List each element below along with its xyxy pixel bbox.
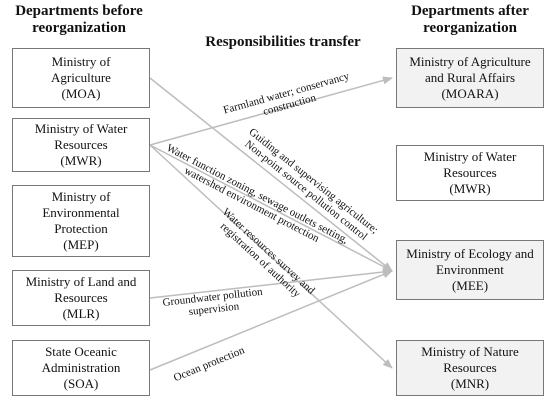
dept-before-moa-line: Ministry of	[51, 54, 111, 69]
heading-before: Departments before reorganization	[15, 3, 143, 36]
dept-after-mee-line: (MEE)	[451, 278, 489, 293]
dept-before-mwr-line: Resources	[54, 137, 108, 152]
dept-after-moara-line: and Rural Affairs	[424, 70, 516, 85]
dept-after-mwr-line: Ministry of Water	[423, 149, 517, 164]
dept-after-moara: Ministry of Agriculture and Rural Affair…	[396, 48, 544, 108]
dept-before-mwr-line: (MWR)	[60, 153, 102, 168]
dept-after-mee: Ministry of Ecology and Environment (MEE…	[396, 240, 544, 300]
dept-before-mlr: Ministry of Land and Resources (MLR)	[12, 270, 150, 326]
arrow-mwr-to-mee	[149, 144, 393, 272]
dept-before-moa-line: Agriculture	[51, 70, 111, 85]
dept-before-soa-line: State Oceanic	[45, 344, 117, 359]
dept-after-moara-line: (MOARA)	[441, 86, 499, 101]
dept-before-soa-line: Administration	[41, 360, 121, 375]
arrow-soa-to-mee	[149, 270, 393, 371]
dept-after-mee-line: Ministry of Ecology and	[406, 246, 534, 261]
dept-before-mlr-line: Ministry of Land and	[25, 274, 137, 289]
dept-after-mnr-line: (MNR)	[450, 376, 490, 391]
dept-before-mep-line: Environmental	[42, 205, 120, 220]
dept-before-mlr-line: Resources	[54, 290, 108, 305]
dept-before-mlr-line: (MLR)	[62, 306, 100, 321]
dept-after-mwr-line: Resources	[443, 165, 497, 180]
dept-before-mep-line: Protection	[54, 221, 108, 236]
dept-before-mep-line: (MEP)	[63, 237, 99, 252]
arrow-mwr-to-mnr	[149, 144, 393, 369]
dept-after-moara-line: Ministry of Agriculture	[409, 54, 531, 69]
dept-after-mee-line: Environment	[436, 262, 504, 277]
arrow-moa-to-mee	[149, 77, 393, 272]
dept-before-soa-line: (SOA)	[63, 376, 99, 391]
heading-transfer: Responsibilities transfer	[205, 34, 361, 50]
dept-before-mep-line: Ministry of	[51, 189, 111, 204]
dept-before-moa: Ministry of Agriculture (MOA)	[12, 48, 150, 108]
arrow-mwr-to-moara	[149, 76, 393, 146]
dept-after-mnr: Ministry of Nature Resources (MNR)	[396, 340, 544, 396]
dept-before-mep: Ministry of Environmental Protection (ME…	[12, 185, 150, 257]
dept-before-mwr-line: Ministry of Water	[34, 121, 128, 136]
dept-after-mwr: Ministry of Water Resources (MWR)	[396, 145, 544, 201]
dept-after-mnr-line: Resources	[443, 360, 497, 375]
arrow-mlr-to-mee	[149, 268, 393, 299]
dept-before-mwr: Ministry of Water Resources (MWR)	[12, 118, 150, 172]
dept-after-mnr-line: Ministry of Nature	[421, 344, 519, 359]
dept-before-soa: State Oceanic Administration (SOA)	[12, 340, 150, 396]
dept-after-mwr-line: (MWR)	[449, 181, 491, 196]
dept-before-moa-line: (MOA)	[61, 86, 101, 101]
heading-after: Departments after reorganization	[411, 3, 529, 36]
